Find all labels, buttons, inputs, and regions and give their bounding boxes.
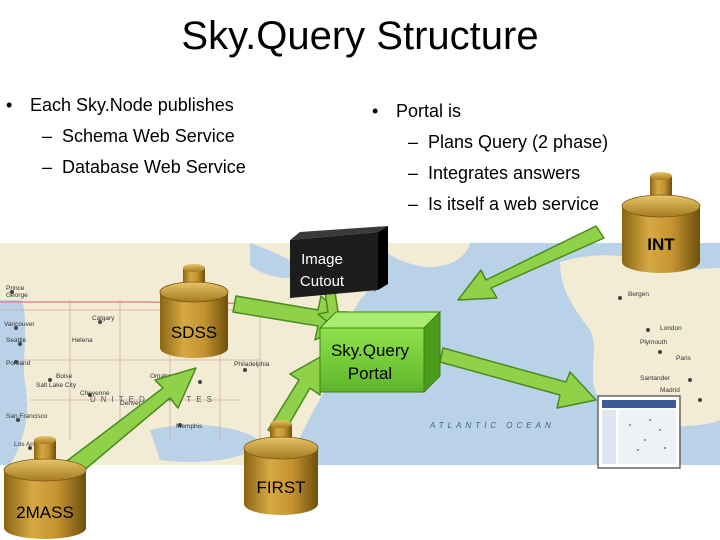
arrow-2mass-to-sdss [54,367,197,483]
svg-text:Plymouth: Plymouth [640,339,667,346]
svg-text:London: London [660,325,682,332]
sub-bullet-webservice: Is itself a web service [366,189,716,220]
sub-bullet-database: Database Web Service [0,152,320,183]
node-sdss: SDSS [159,264,229,358]
bullet-skynode: Each Sky.Node publishes [0,90,320,121]
sub-bullet-integrates: Integrates answers [366,158,716,189]
svg-text:Helena: Helena [72,337,93,344]
svg-text:Philadelphia: Philadelphia [234,361,270,368]
svg-text:Paris: Paris [676,355,692,362]
node-first-label: FIRST [256,478,305,497]
svg-text:San Francisco: San Francisco [6,413,48,420]
svg-text:Denver: Denver [120,400,142,407]
bullet-portal: Portal is [366,96,716,127]
map-ocean-label: ATLANTIC OCEAN [429,421,555,430]
portal-screenshot [597,395,681,469]
sub-bullet-plans: Plans Query (2 phase) [366,127,716,158]
arrow-int-to-portal [457,225,605,301]
svg-text:Omaha: Omaha [150,373,172,380]
right-bullet-list: Portal is Plans Query (2 phase) Integrat… [366,96,716,220]
svg-text:Seattle: Seattle [6,337,27,344]
node-first: FIRST [243,420,319,515]
svg-text:George: George [6,292,28,299]
svg-text:Madrid: Madrid [660,387,680,394]
svg-text:Bergen: Bergen [628,291,649,298]
left-bullet-list: Each Sky.Node publishes Schema Web Servi… [0,90,320,183]
svg-text:Portland: Portland [6,360,31,367]
node-2mass: 2MASS [3,436,87,539]
svg-text:Cheyenne: Cheyenne [80,390,110,397]
image-cutout-line2: Cutout [300,273,345,290]
svg-text:Memphis: Memphis [176,423,203,430]
image-cutout-box: Image Cutout [290,226,388,298]
slide-title: Sky.Query Structure [181,14,539,58]
sub-bullet-schema: Schema Web Service [0,121,320,152]
svg-text:Los Angeles: Los Angeles [14,441,50,448]
svg-text:Santander: Santander [640,375,671,382]
image-cutout-line1: Image [301,251,343,268]
svg-text:Salt Lake City: Salt Lake City [36,382,77,389]
node-2mass-label: 2MASS [16,503,74,522]
node-sdss-label: SDSS [171,323,217,342]
svg-text:Calgary: Calgary [92,315,115,322]
arrows [54,225,605,483]
map-city-label: Prince [6,285,25,292]
skyquery-portal-cube: Sky.Query Portal [318,310,442,394]
arrow-portal-to-screenshot [439,347,597,409]
node-int-label: INT [647,235,675,254]
svg-text:Boise: Boise [56,373,73,380]
svg-text:Vancouver: Vancouver [4,321,35,328]
portal-line2: Portal [348,364,392,383]
portal-line1: Sky.Query [331,341,410,360]
